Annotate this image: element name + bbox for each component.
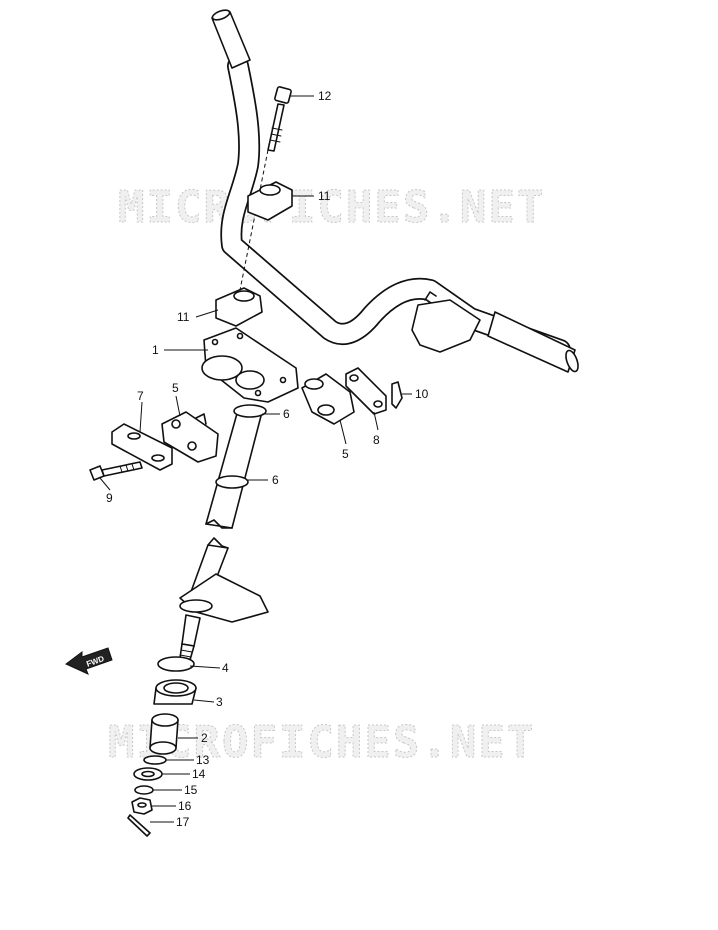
callout-12: 12 bbox=[318, 89, 332, 103]
callout-11-lower: 11 bbox=[177, 310, 190, 324]
callout-15: 15 bbox=[184, 783, 198, 797]
fwd-arrow-icon: FWD bbox=[65, 647, 113, 675]
callout-6-upper: 6 bbox=[283, 407, 290, 421]
callout-3: 3 bbox=[216, 695, 223, 709]
part-17-cotter-pin bbox=[127, 814, 151, 837]
part-3-bearing bbox=[153, 679, 197, 705]
part-10-pin bbox=[391, 381, 403, 409]
callout-5-left: 5 bbox=[172, 381, 179, 395]
handlebar bbox=[211, 9, 579, 373]
part-14-washer bbox=[133, 767, 163, 781]
callout-5-right: 5 bbox=[342, 447, 349, 461]
callout-8: 8 bbox=[373, 433, 380, 447]
callout-7: 7 bbox=[137, 389, 144, 403]
part-12-bolt bbox=[239, 86, 292, 291]
callout-9: 9 bbox=[106, 491, 113, 505]
watermark-top: MICROFICHES.NET bbox=[118, 182, 545, 233]
part-8-plate bbox=[345, 367, 387, 415]
leader-lines bbox=[99, 95, 412, 823]
callout-11-upper: 11 bbox=[318, 189, 331, 203]
part-5-left-clamp bbox=[161, 411, 219, 463]
part-11-upper-clamp bbox=[247, 181, 293, 221]
steering-stem bbox=[179, 404, 269, 661]
part-15-washer bbox=[134, 785, 154, 795]
part-7-plate bbox=[111, 423, 173, 471]
callout-2: 2 bbox=[201, 731, 208, 745]
callout-16: 16 bbox=[178, 799, 192, 813]
callout-14: 14 bbox=[192, 767, 206, 781]
callout-17: 17 bbox=[176, 815, 190, 829]
callout-10: 10 bbox=[415, 387, 429, 401]
part-4-o-ring bbox=[157, 656, 195, 672]
part-5-right-clamp bbox=[301, 373, 355, 425]
part-9-bolt bbox=[89, 461, 143, 481]
callout-13: 13 bbox=[196, 753, 210, 767]
callout-1: 1 bbox=[152, 343, 159, 357]
part-13-washer bbox=[143, 755, 167, 765]
part-11-lower-clamp bbox=[215, 287, 263, 327]
part-2-collar bbox=[149, 713, 179, 755]
callout-6-lower: 6 bbox=[272, 473, 279, 487]
callout-4: 4 bbox=[222, 661, 229, 675]
part-1-holder bbox=[201, 327, 299, 403]
callouts: 12 11 11 1 5 7 6 6 9 5 8 10 4 3 2 13 14 … bbox=[106, 89, 429, 829]
part-16-nut bbox=[131, 797, 153, 815]
